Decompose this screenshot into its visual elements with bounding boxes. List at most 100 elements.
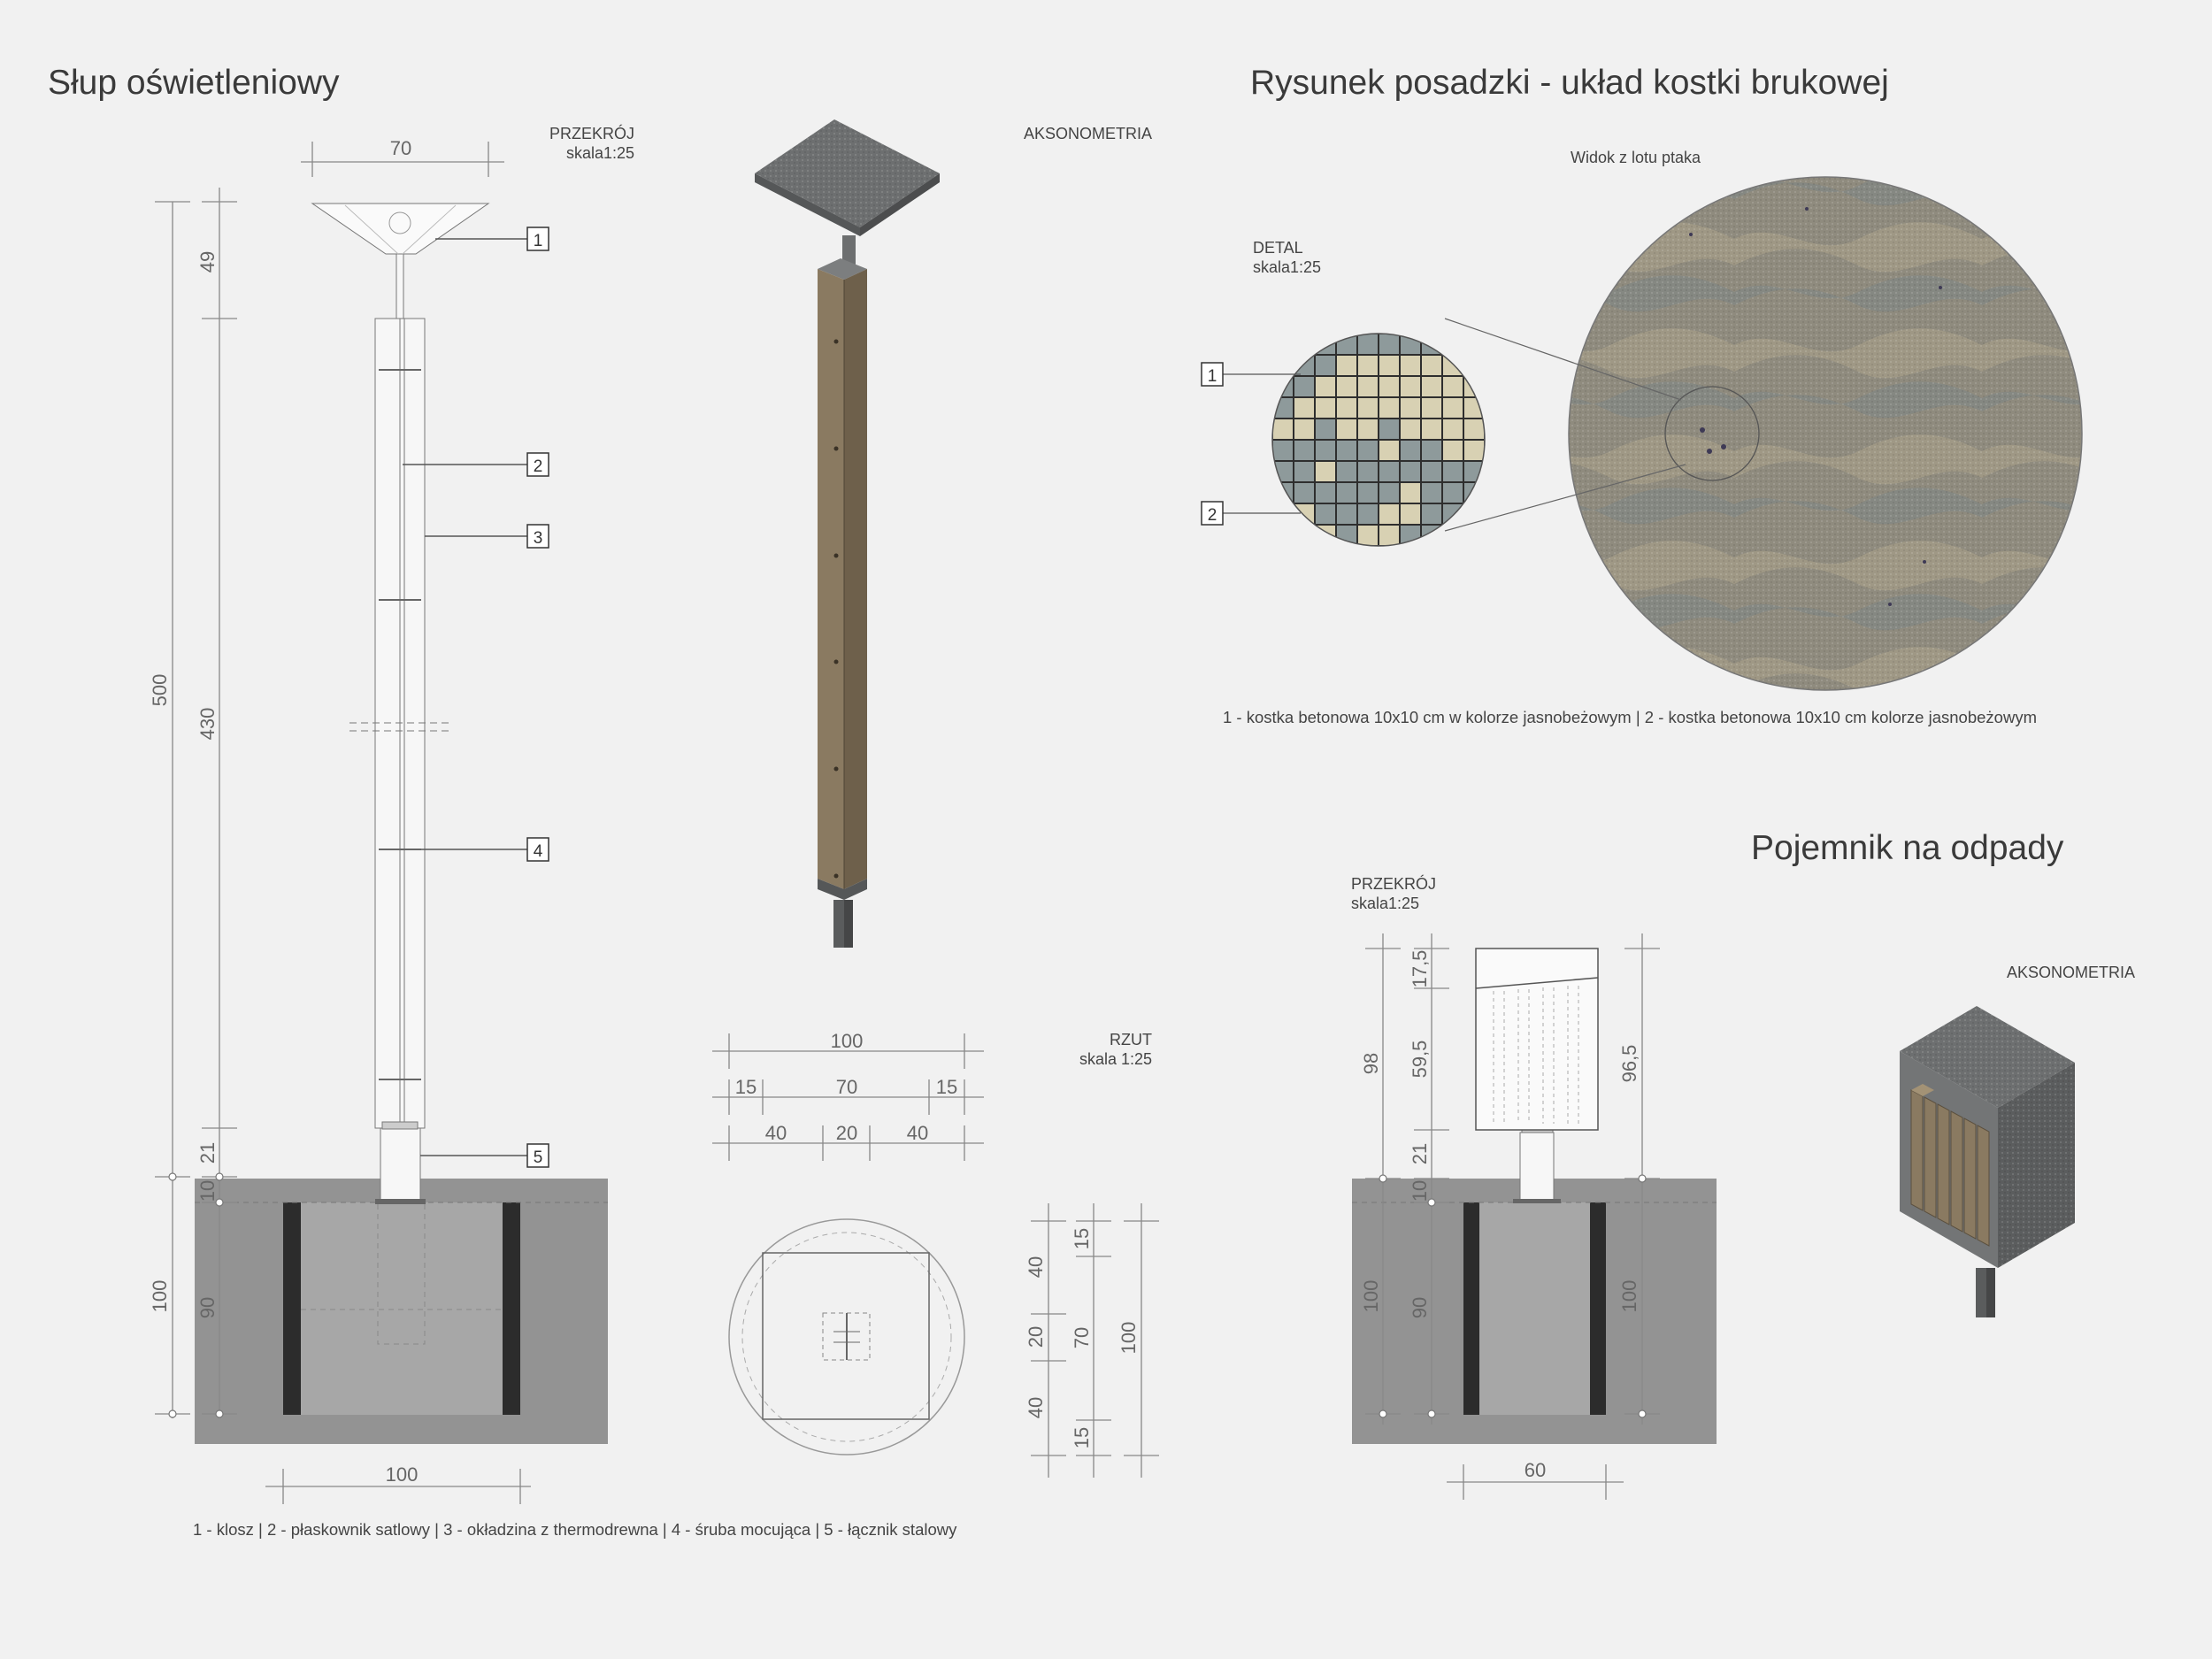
paving-tile [1464, 334, 1484, 354]
bin-dim-60: 60 [1525, 1459, 1546, 1481]
paving-tile [1273, 356, 1293, 375]
bin-dim-100a: 100 [1360, 1280, 1382, 1313]
paving-tile [1422, 441, 1441, 460]
lamp-plan-dimensions [712, 1033, 1159, 1478]
paving-tile [1422, 419, 1441, 439]
paving-tile [1273, 441, 1293, 460]
plan-dim-v70: 70 [1071, 1327, 1093, 1348]
paving-birdseye-label: Widok z lotu ptaka [1571, 149, 1701, 166]
paving-tile [1294, 334, 1314, 354]
paving-tile [1401, 462, 1420, 481]
bin-dim-17-5: 17,5 [1409, 950, 1431, 988]
bin-axonometry [1900, 1006, 2075, 1317]
plan-dim-70: 70 [836, 1076, 857, 1098]
paving-tile [1379, 419, 1399, 439]
lamp-dim-base-gap: 21 [196, 1142, 219, 1164]
lamp-axo-label: AKSONOMETRIA [1024, 125, 1153, 142]
paving-tile [1358, 377, 1378, 396]
paving-tile [1401, 334, 1420, 354]
paving-tile [1401, 441, 1420, 460]
lamp-dim-head: 49 [196, 251, 219, 273]
bin-dim-21: 21 [1409, 1143, 1431, 1164]
bin-dim-90: 90 [1409, 1297, 1431, 1318]
paving-tile [1358, 398, 1378, 418]
paving-tile [1294, 441, 1314, 460]
svg-text:2: 2 [534, 457, 543, 476]
plan-dim-15b: 15 [936, 1076, 957, 1098]
paving-tile [1358, 504, 1378, 524]
paving-tile [1379, 334, 1399, 354]
lamp-section [195, 203, 608, 1444]
paving-tile [1294, 377, 1314, 396]
plan-dim-v100: 100 [1118, 1322, 1140, 1355]
lamp-dim-total: 500 [149, 674, 171, 707]
paving-tile [1294, 398, 1314, 418]
paving-tile [1337, 419, 1356, 439]
plan-dim-v20: 20 [1025, 1326, 1047, 1348]
plan-dim-v15b: 15 [1071, 1427, 1093, 1448]
paving-tile [1422, 398, 1441, 418]
svg-text:1: 1 [534, 232, 543, 250]
paving-tile [1379, 398, 1399, 418]
lamp-callout-leaders [403, 238, 527, 1156]
paving-title: Rysunek posadzki - układ kostki brukowej [1250, 64, 1889, 102]
paving-tile [1358, 462, 1378, 481]
paving-tile [1443, 419, 1463, 439]
lamp-axonometry [755, 119, 940, 948]
paving-tile [1401, 419, 1420, 439]
paving-tile [1337, 462, 1356, 481]
paving-tile [1337, 441, 1356, 460]
paving-tile [1422, 377, 1441, 396]
paving-tile [1294, 419, 1314, 439]
paving-callout-1: 1 [1201, 362, 1224, 387]
paving-tile [1464, 419, 1484, 439]
lamp-steel-connector [380, 1127, 421, 1203]
paving-callout-leaders [1223, 373, 1301, 514]
paving-birdseye-view [1568, 176, 2083, 691]
paving-tile [1422, 483, 1441, 503]
lamp-rebar-right [503, 1202, 520, 1415]
paving-tile [1379, 441, 1399, 460]
plan-dim-v40b: 40 [1025, 1397, 1047, 1418]
plan-dim-20: 20 [836, 1122, 857, 1144]
paving-tile [1422, 462, 1441, 481]
bin-axo-label: AKSONOMETRIA [2007, 964, 2136, 981]
paving-tile [1401, 398, 1420, 418]
paving-tile [1358, 356, 1378, 375]
plan-dim-overall: 100 [831, 1030, 864, 1052]
paving-tile [1379, 462, 1399, 481]
bin-section [1352, 948, 1717, 1444]
svg-text:1: 1 [1208, 367, 1217, 386]
paving-tile [1316, 483, 1335, 503]
paving-tile [1464, 441, 1484, 460]
bin-rebar-left [1463, 1202, 1479, 1415]
paving-legend-caption: 1 - kostka betonowa 10x10 cm w kolorze j… [1223, 708, 2037, 726]
paving-tile [1443, 334, 1463, 354]
paving-tile [1337, 356, 1356, 375]
svg-text:2: 2 [1208, 506, 1217, 525]
plan-dim-40a: 40 [765, 1122, 787, 1144]
bin-dim-98: 98 [1360, 1053, 1382, 1074]
bin-body [1475, 948, 1599, 1131]
lamp-callout-5: 5 [526, 1143, 549, 1168]
paving-tile [1337, 526, 1356, 545]
lamp-rebar-left [283, 1202, 301, 1415]
lamp-foundation-core [301, 1202, 503, 1415]
paving-tile [1316, 462, 1335, 481]
paving-tile [1358, 419, 1378, 439]
lamp-dimension-lines [155, 142, 531, 1504]
paving-tile [1401, 526, 1420, 545]
lamp-dim-found-width: 100 [386, 1463, 419, 1486]
lamp-plan-view [728, 1218, 965, 1455]
bin-rebar-right [1590, 1202, 1606, 1415]
paving-tile [1337, 334, 1356, 354]
paving-tile [1316, 441, 1335, 460]
paving-tile [1464, 356, 1484, 375]
lamp-shade [311, 203, 490, 255]
paving-tile [1443, 462, 1463, 481]
paving-tile [1316, 356, 1335, 375]
